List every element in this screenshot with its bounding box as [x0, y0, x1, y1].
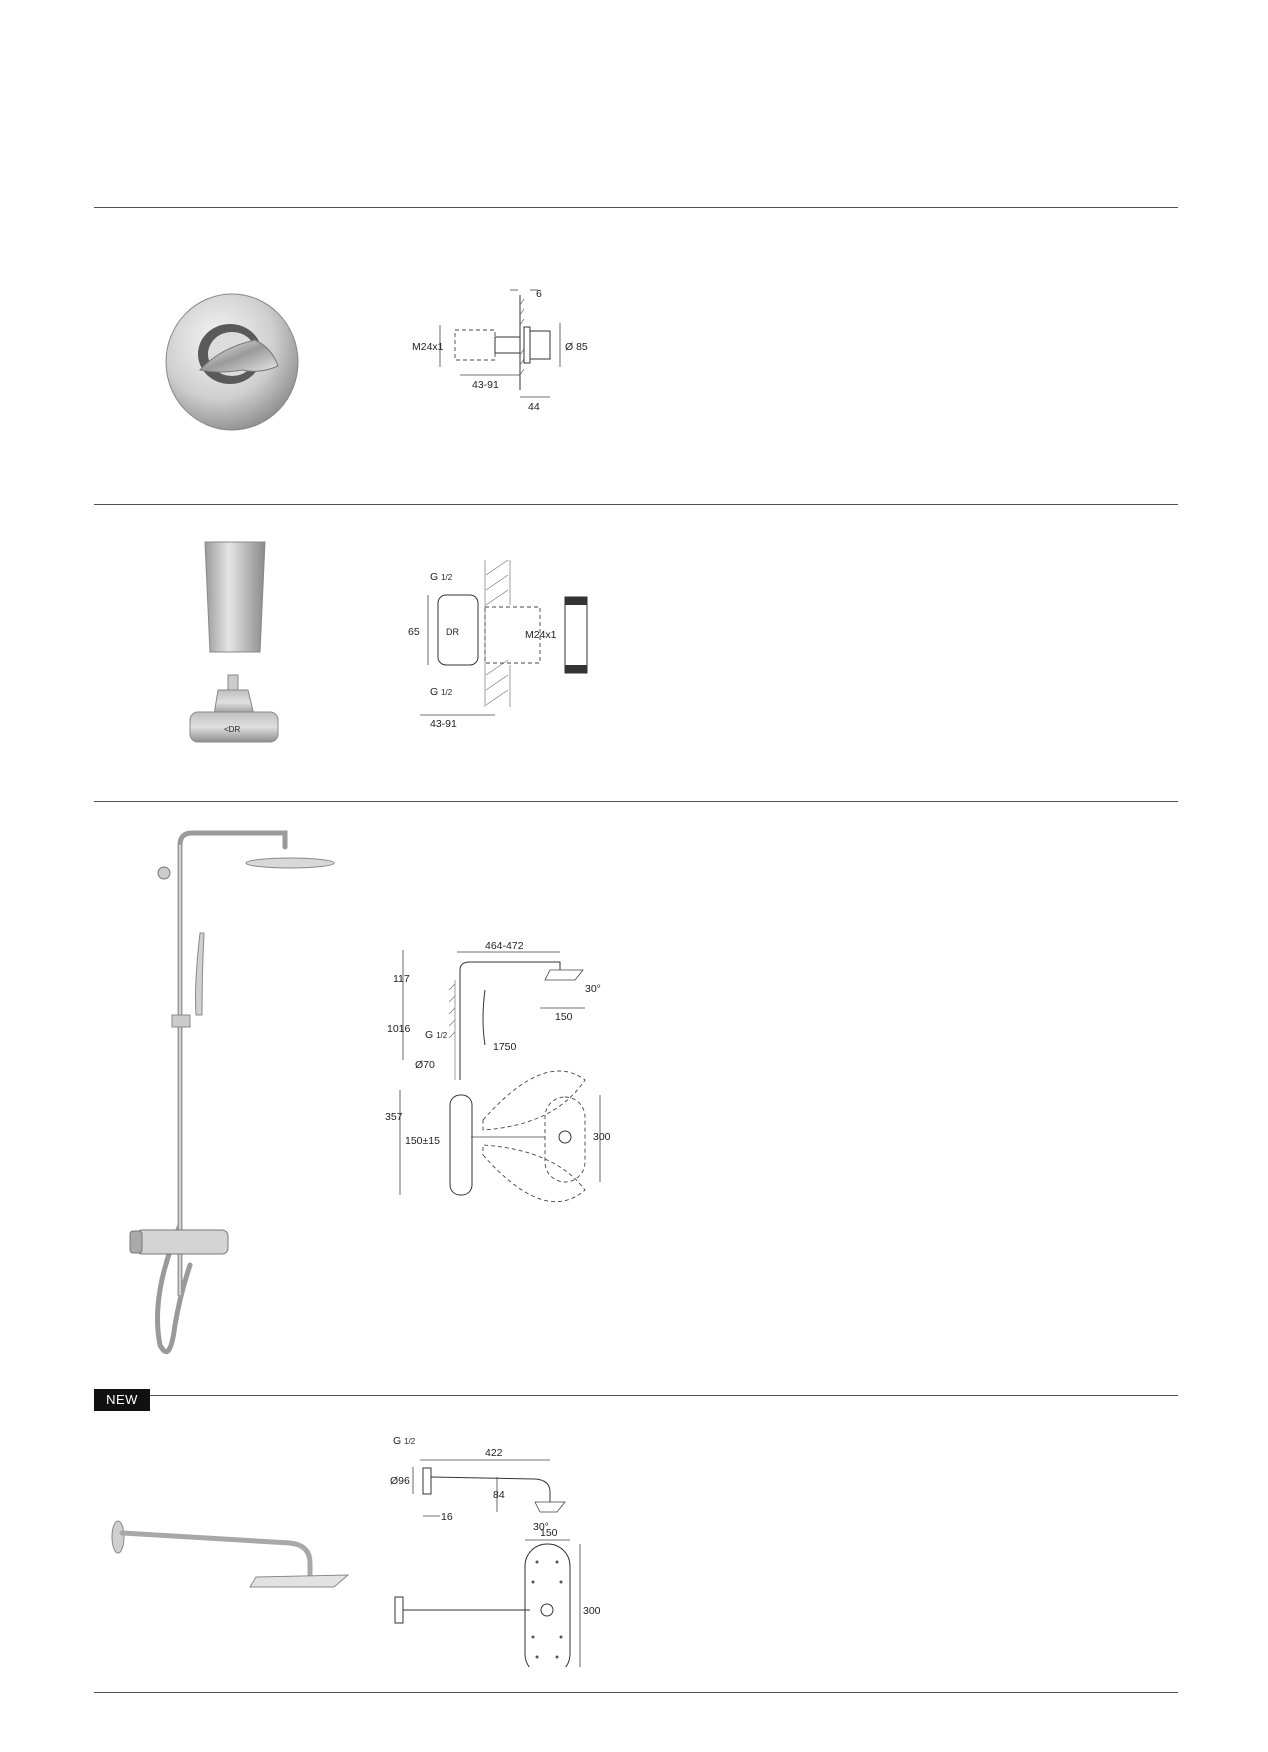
dim-top: 117	[393, 973, 410, 985]
dim-6: 6	[536, 288, 542, 300]
section-divider-2	[94, 504, 1178, 505]
section-divider-5	[94, 1692, 1178, 1693]
dim-depth: 43-91	[430, 718, 457, 730]
valve-trim-dimension-drawing: 6 M24x1 Ø 85 43-91 44	[412, 288, 588, 413]
dim-depth: 43-91	[472, 379, 499, 391]
dim-thread: M24x1	[412, 341, 444, 353]
dim-height: 1750	[493, 1041, 517, 1053]
dim-g-top: G 1/2	[430, 571, 453, 583]
section-divider-3	[94, 801, 1178, 802]
head-shower-arm-image	[111, 1520, 350, 1588]
dim-g: G 1/2	[425, 1029, 448, 1041]
valve-trim-handle-image	[165, 293, 299, 431]
dim-height: 65	[408, 626, 420, 638]
dim-diameter: Ø 85	[565, 341, 588, 353]
dim-arm: 422	[485, 1447, 503, 1459]
dim-wall: 16	[441, 1511, 453, 1523]
dim-width: 150	[540, 1527, 558, 1539]
dim-diameter: Ø96	[390, 1475, 410, 1487]
dim-g-bottom: G 1/2	[430, 686, 453, 698]
svg-text:<DR: <DR	[224, 725, 240, 734]
dim-angle: 30°	[533, 1521, 549, 1533]
flow-mark: DR	[446, 627, 459, 637]
section-divider-4	[94, 1395, 1178, 1396]
new-badge: NEW	[94, 1389, 150, 1411]
dim-plate: 300	[593, 1131, 611, 1143]
head-shower-arm-dimension-drawing: G 1/2 422 Ø96 84 16 30° 150 300	[390, 1435, 601, 1667]
dim-g: G 1/2	[393, 1435, 416, 1447]
section-divider-1	[94, 207, 1178, 208]
dim-thread: M24x1	[525, 629, 557, 641]
dim-length: 300	[583, 1605, 601, 1617]
dim-head: 150	[555, 1011, 573, 1023]
concealed-valve-images: <DR	[189, 541, 279, 743]
dim-diameter: Ø70	[415, 1059, 435, 1071]
dim-reach: 464-472	[485, 940, 524, 952]
concealed-valve-dimension-drawing: DR 65 G 1/2 G 1/2 M24x1 43-91	[408, 559, 588, 730]
dim-44: 44	[528, 401, 540, 413]
shower-system-image	[129, 830, 335, 1355]
dim-angle: 30°	[585, 983, 601, 995]
dim-rail: 1016	[387, 1023, 411, 1035]
dim-drop: 84	[493, 1489, 505, 1501]
dim-valve: 357	[385, 1111, 403, 1123]
dim-spacing: 150±15	[405, 1135, 440, 1147]
shower-system-dimension-drawing: 464-472 117 30° 150 1016 G 1/2 1750 Ø70 …	[385, 940, 611, 1203]
